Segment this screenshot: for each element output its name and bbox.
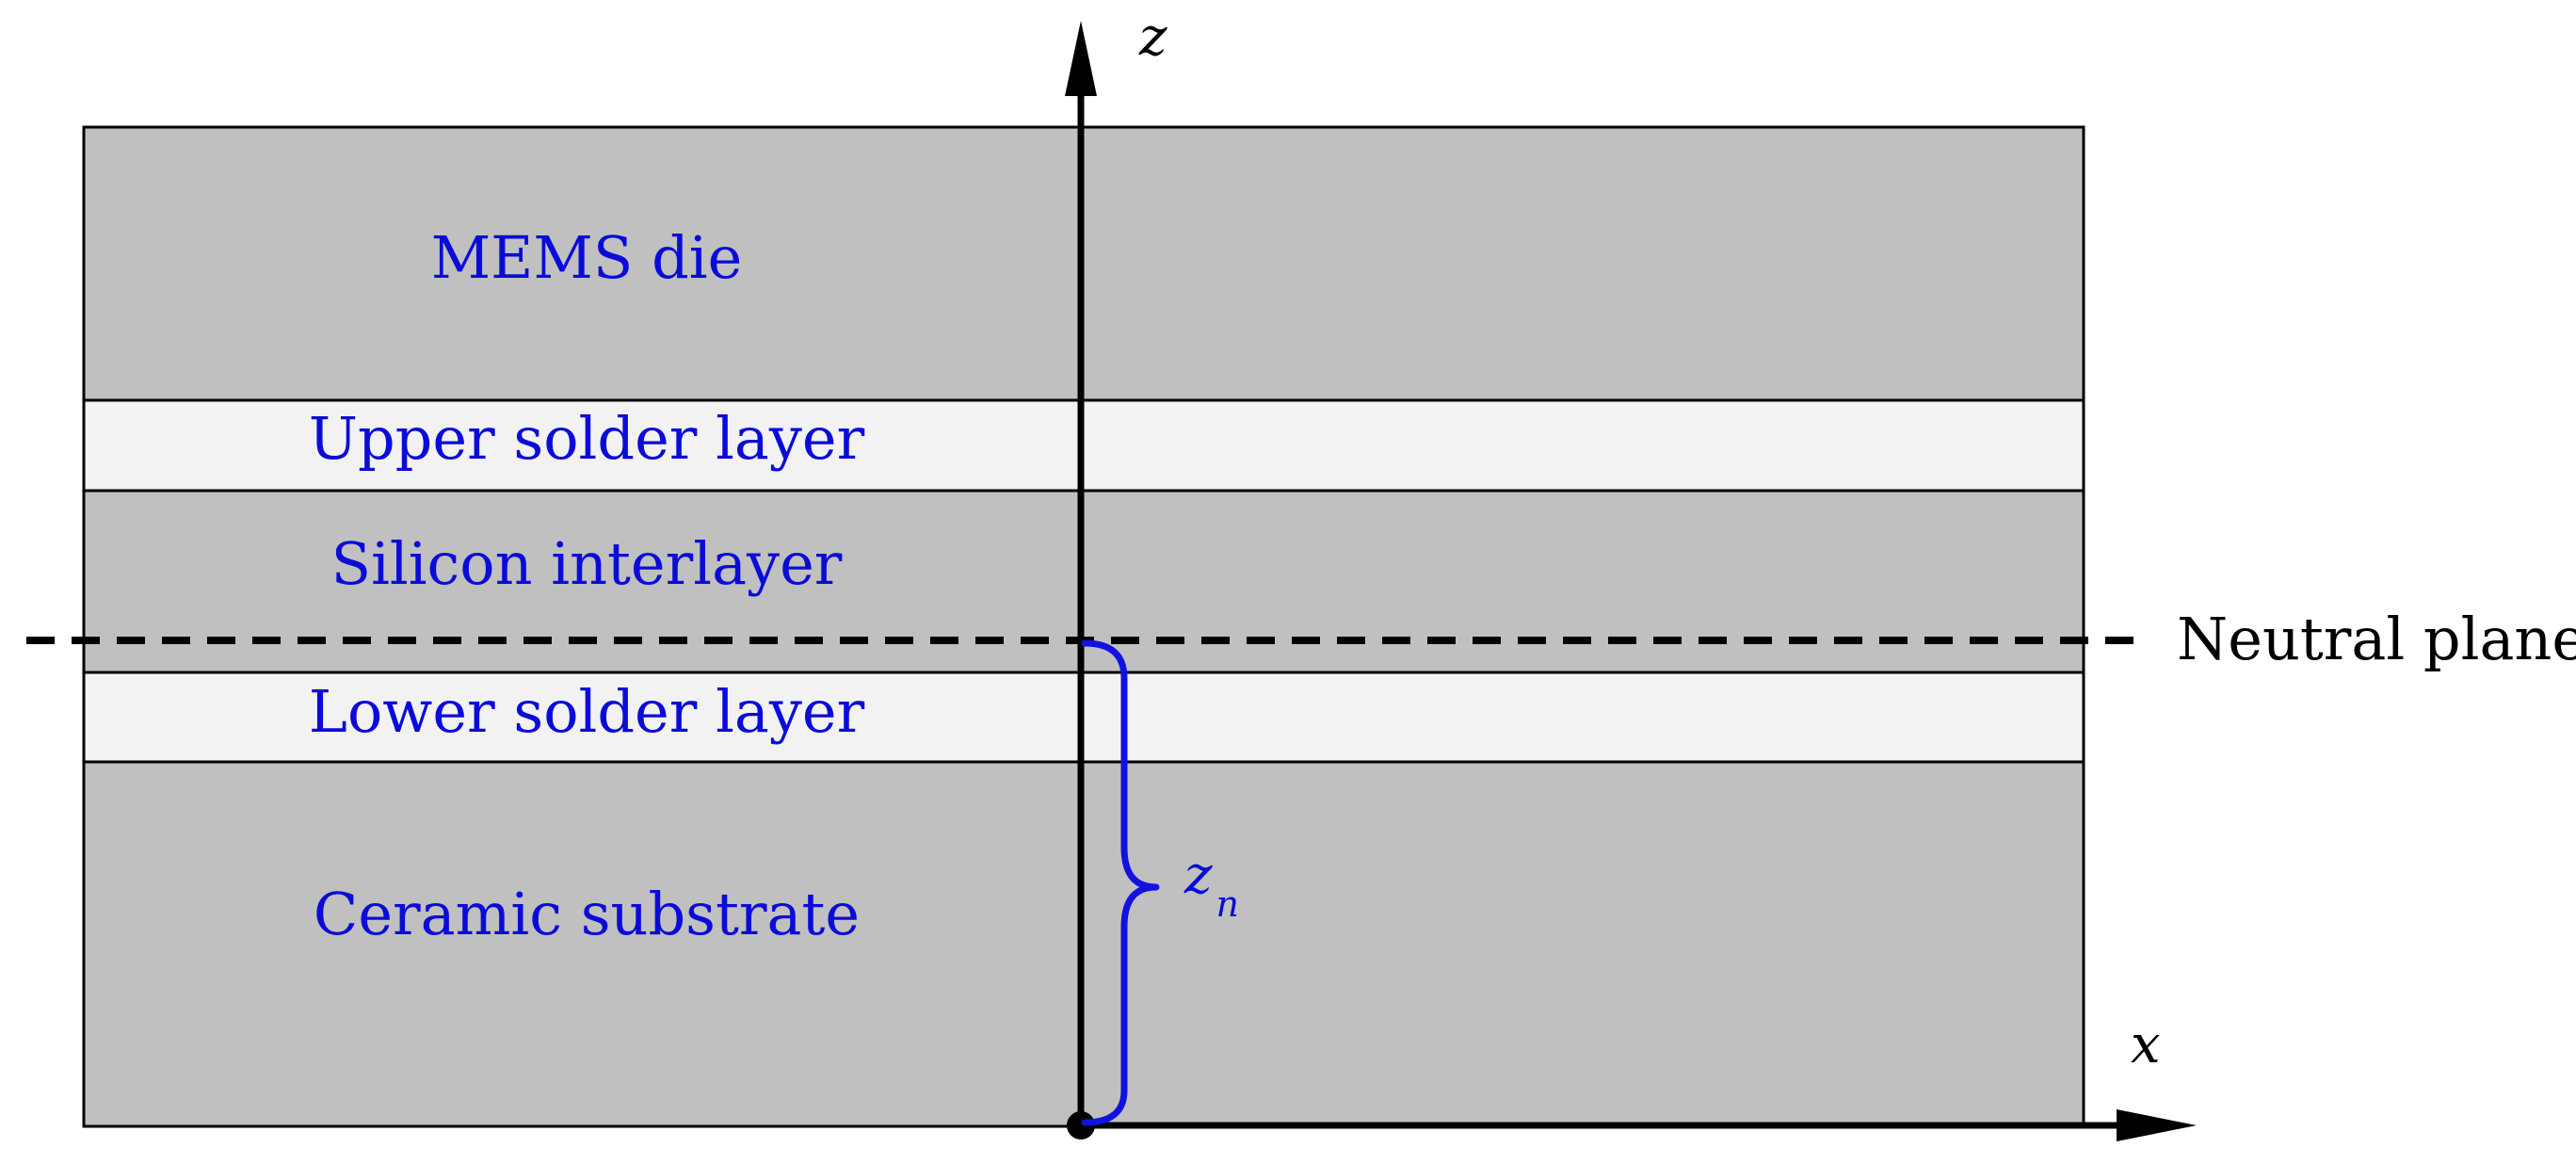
layer-labels: MEMS die Upper solder layer Silicon inte… [309, 223, 865, 948]
z-axis-label: z [1138, 7, 1167, 68]
x-axis-arrowhead [2117, 1109, 2197, 1141]
neutral-offset-symbol: z [1183, 845, 1213, 906]
ceramic-substrate-label: Ceramic substrate [314, 880, 860, 948]
origin-dot [1067, 1111, 1095, 1140]
lower-solder-label: Lower solder layer [309, 677, 865, 746]
z-axis: z [1065, 7, 1167, 1125]
x-axis: x [1081, 1014, 2197, 1141]
upper-solder-label: Upper solder layer [309, 404, 865, 473]
neutral-plane-label: Neutral plane [2177, 605, 2576, 673]
mems-die-label: MEMS die [431, 223, 743, 292]
neutral-offset-subscript: n [1216, 883, 1239, 925]
neutral-offset-brace [1081, 639, 1160, 1126]
silicon-interlayer-label: Silicon interlayer [331, 529, 843, 598]
x-axis-label: x [2131, 1014, 2161, 1075]
z-axis-arrowhead [1065, 21, 1097, 96]
